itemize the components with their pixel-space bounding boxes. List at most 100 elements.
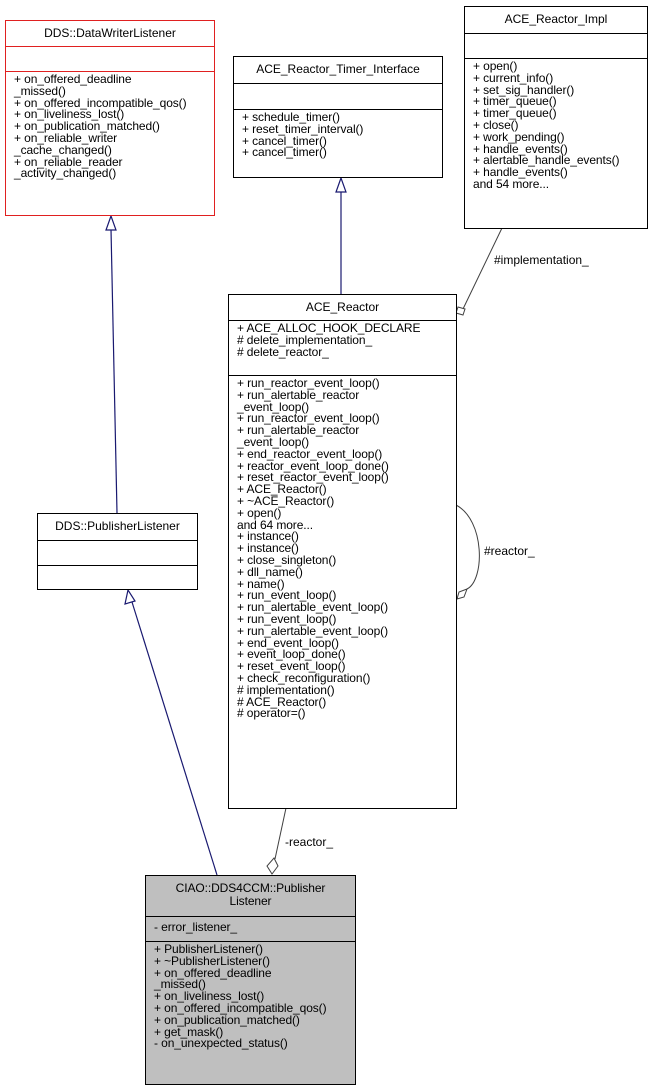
class-methods: + PublisherListener()+ ~PublisherListene… (146, 941, 355, 1050)
class-method: + open() (473, 59, 518, 73)
class-method: + ~PublisherListener() (154, 953, 270, 968)
edge-label-reactor-private: -reactor_ (285, 835, 334, 849)
class-method: + get_mask() (154, 1024, 224, 1039)
class-method: # implementation() (237, 682, 335, 697)
class-method: + run_alertable_event_loop() (237, 623, 388, 638)
class-method: + timer_queue() (473, 94, 557, 109)
inheritance-edge-timer-interface (335, 176, 347, 294)
class-method: + on_reliable_reader (14, 154, 123, 169)
class-method: _activity_changed() (14, 166, 117, 181)
class-dds-publisherlistener[interactable]: DDS::PublisherListener (37, 513, 198, 590)
class-method: + end_reactor_event_loop() (237, 446, 383, 461)
class-ace-reactor-timer-interface[interactable]: ACE_Reactor_Timer_Interface + schedule_t… (233, 56, 443, 178)
class-method: + run_reactor_event_loop() (237, 411, 380, 426)
class-method: + close() (473, 117, 519, 132)
class-title: ACE_Reactor (305, 300, 380, 314)
class-attributes: + ACE_ALLOC_HOOK_DECLARE# delete_impleme… (229, 320, 456, 375)
class-method: + schedule_timer() (242, 110, 340, 124)
class-method: + on_offered_deadline (154, 965, 272, 980)
aggregation-diamond (266, 857, 279, 875)
class-method: + on_publication_matched() (14, 119, 160, 134)
class-method: + run_reactor_event_loop() (237, 376, 380, 390)
class-attributes (465, 33, 647, 58)
class-method: + run_alertable_reactor (237, 423, 360, 438)
aggregation-diamond (456, 588, 468, 600)
class-method: + on_offered_deadline (14, 72, 132, 86)
class-methods: + run_reactor_event_loop()+ run_alertabl… (229, 375, 456, 720)
class-methods: + on_offered_deadline_missed()+ on_offer… (6, 71, 214, 180)
class-attributes (6, 46, 214, 71)
association-edge-implementation (455, 227, 503, 316)
inheritance-arrowhead (335, 176, 347, 193)
inheritance-edge-publisherlistener (124, 588, 218, 876)
class-method: + dll_name() (237, 564, 303, 579)
inheritance-arrowhead (105, 214, 117, 231)
class-method: + check_reconfiguration() (237, 670, 371, 685)
class-method: + run_alertable_event_loop() (237, 600, 388, 615)
class-method: + run_alertable_reactor (237, 387, 360, 402)
class-method: and 64 more... (237, 517, 313, 532)
aggregation-diamond (455, 306, 466, 316)
class-attribute: + ACE_ALLOC_HOOK_DECLARE (237, 321, 421, 335)
edge-label-implementation: #implementation_ (494, 253, 589, 267)
class-method: + cancel_timer() (242, 133, 327, 148)
class-ace-reactor-impl[interactable]: ACE_Reactor_Impl + open()+ current_info(… (464, 6, 648, 229)
class-method: + open() (237, 505, 282, 520)
class-title: DDS::DataWriterListener (44, 26, 176, 40)
class-methods (38, 565, 197, 589)
class-method: + event_loop_done() (237, 647, 346, 662)
class-method: + alertable_handle_events() (473, 153, 620, 168)
class-attribute: - error_listener_ (154, 920, 237, 934)
class-method: + on_liveliness_lost() (154, 989, 265, 1004)
class-title-line2: Listener (229, 894, 272, 908)
class-method: + name() (237, 576, 285, 591)
class-method: + end_event_loop() (237, 635, 339, 650)
class-method: + reset_event_loop() (237, 659, 346, 674)
class-method: + handle_events() (473, 141, 568, 156)
class-method: # ACE_Reactor() (237, 694, 327, 709)
class-method: - on_unexpected_status() (154, 1036, 288, 1051)
class-methods: + schedule_timer()+ reset_timer_interval… (234, 109, 442, 159)
class-title: DDS::PublisherListener (55, 519, 180, 533)
class-method: + reset_timer_interval() (242, 121, 364, 136)
class-method: and 54 more... (473, 176, 549, 191)
class-method: + on_offered_incompatible_qos() (154, 1000, 327, 1015)
class-title: ACE_Reactor_Timer_Interface (256, 62, 420, 76)
edge-label-reactor-self: #reactor_ (484, 544, 535, 558)
class-method: + ACE_Reactor() (237, 482, 327, 497)
class-method: + cancel_timer() (242, 145, 327, 160)
class-method: + run_event_loop() (237, 588, 337, 603)
class-method: + work_pending() (473, 129, 565, 144)
class-method: + on_publication_matched() (154, 1012, 300, 1027)
inheritance-edge-datawriterlistener (105, 214, 118, 514)
class-dds-datawriterlistener[interactable]: DDS::DataWriterListener + on_offered_dea… (5, 20, 215, 216)
class-attributes: - error_listener_ (146, 916, 355, 941)
class-method: _missed() (14, 83, 66, 98)
class-method: + reactor_event_loop_done() (237, 458, 389, 473)
class-method: + on_offered_incompatible_qos() (14, 95, 187, 110)
class-method: + run_event_loop() (237, 611, 337, 626)
class-title-line1: CIAO::DDS4CCM::Publisher (175, 881, 326, 895)
class-attributes (234, 83, 442, 109)
class-method: + PublisherListener() (154, 942, 263, 956)
class-method: # operator=() (237, 706, 306, 721)
class-method: _missed() (154, 977, 206, 992)
class-method: + handle_events() (473, 165, 568, 180)
inheritance-arrowhead (124, 588, 136, 605)
class-method: + set_sig_handler() (473, 82, 575, 97)
class-method: + ~ACE_Reactor() (237, 493, 335, 508)
class-method: + reset_reactor_event_loop() (237, 470, 389, 485)
class-method: + timer_queue() (473, 106, 557, 121)
association-edge-reactor-private (266, 807, 287, 875)
class-method: + close_singleton() (237, 552, 337, 567)
class-method: _event_loop() (237, 434, 310, 449)
class-methods: + open()+ current_info()+ set_sig_handle… (465, 58, 647, 191)
association-edge-reactor-self (455, 504, 480, 600)
class-title: CIAO::DDS4CCM::Publisher Listener (146, 876, 355, 916)
class-title: ACE_Reactor_Impl (504, 12, 608, 26)
class-ace-reactor[interactable]: ACE_Reactor + ACE_ALLOC_HOOK_DECLARE# de… (228, 294, 457, 809)
class-ciao-publisherlistener[interactable]: CIAO::DDS4CCM::Publisher Listener - erro… (145, 875, 356, 1085)
class-method: + instance() (237, 541, 299, 556)
class-attributes (38, 540, 197, 565)
